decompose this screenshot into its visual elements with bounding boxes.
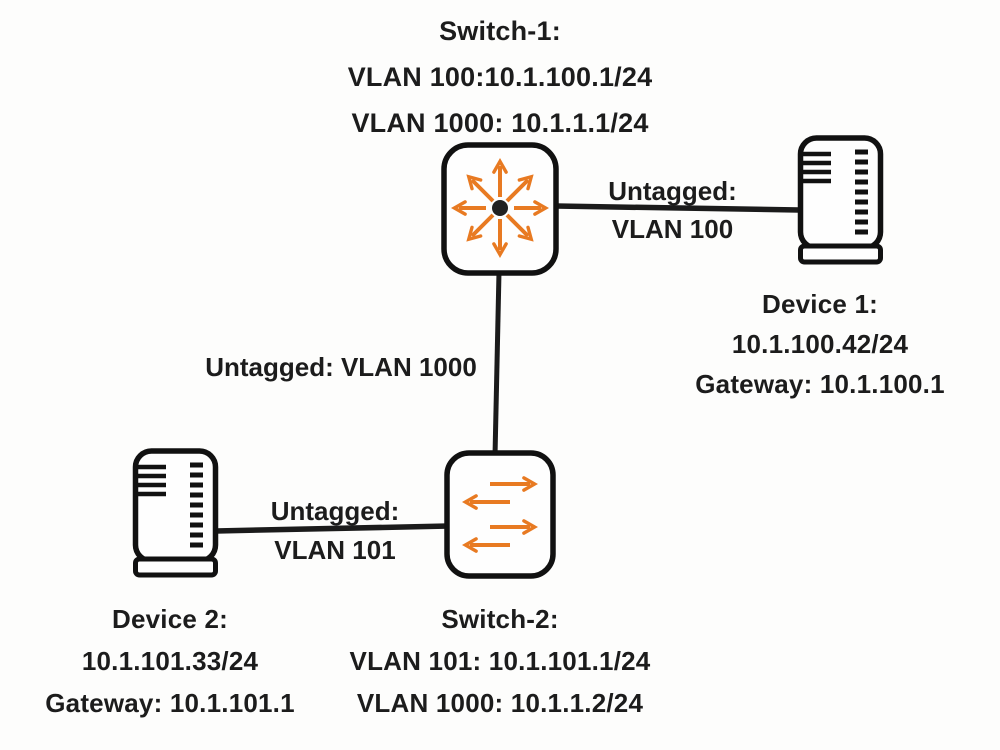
- switch1-vlan-100: VLAN 100:10.1.100.1/24: [347, 62, 653, 92]
- device1-vents: [801, 151, 831, 184]
- link3-label-line2: VLAN 101: [274, 535, 396, 565]
- device1-gateway: Gateway: 10.1.100.1: [695, 369, 945, 399]
- switch1-label: Switch-1: VLAN 100:10.1.100.1/24 VLAN 10…: [290, 8, 710, 146]
- device2-vents: [136, 464, 166, 497]
- switch2-title: Switch-2:: [441, 604, 559, 634]
- switch2-box: [444, 450, 556, 579]
- switch2-vlan-1000: VLAN 1000: 10.1.1.2/24: [356, 688, 644, 718]
- link-switch1-switch2-label: Untagged: VLAN 1000: [190, 350, 492, 384]
- device2-label: Device 2: 10.1.101.33/24 Gateway: 10.1.1…: [0, 598, 340, 724]
- device1-server-tower-icon: [797, 135, 884, 265]
- switch1-vlan-1000: VLAN 1000: 10.1.1.1/24: [351, 108, 649, 138]
- switch1-center-dot: [492, 200, 508, 216]
- switch1-multilayer-switch-icon: [441, 142, 559, 276]
- device1-drive-slots: [855, 149, 868, 235]
- link-switch2-device2-label: Untagged: VLAN 101: [255, 492, 415, 570]
- device2-gateway: Gateway: 10.1.101.1: [45, 688, 295, 718]
- device2-drive-slots: [190, 462, 203, 548]
- device2-title: Device 2:: [112, 604, 228, 634]
- link3-label-line1: Untagged:: [270, 496, 400, 526]
- link1-label-line2: VLAN 100: [611, 214, 734, 244]
- routing-arrows-icon: [451, 158, 549, 258]
- link-switch1-device1-line: [555, 203, 800, 213]
- device2-base: [133, 556, 218, 578]
- switch1-title: Switch-1:: [439, 16, 561, 46]
- device1-ip: 10.1.100.42/24: [731, 329, 909, 359]
- device1-label: Device 1: 10.1.100.42/24 Gateway: 10.1.1…: [630, 284, 1000, 404]
- switch2-vlan-101: VLAN 101: 10.1.101.1/24: [349, 646, 651, 676]
- switching-arrows-icon: [462, 476, 538, 553]
- link-switch2-device2-line: [215, 523, 450, 534]
- switch2-layer2-switch-icon: [444, 450, 556, 579]
- switch2-label: Switch-2: VLAN 101: 10.1.101.1/24 VLAN 1…: [315, 598, 685, 724]
- link-switch1-switch2-line: [492, 271, 502, 457]
- device2-ip: 10.1.101.33/24: [81, 646, 259, 676]
- link1-label-line1: Untagged:: [608, 176, 737, 206]
- link2-label-line1: Untagged: VLAN 1000: [205, 352, 477, 382]
- link-switch1-device1-label: Untagged: VLAN 100: [595, 172, 750, 248]
- device1-title: Device 1:: [762, 289, 878, 319]
- device2-server-tower-icon: [132, 448, 219, 578]
- device1-base: [798, 243, 883, 265]
